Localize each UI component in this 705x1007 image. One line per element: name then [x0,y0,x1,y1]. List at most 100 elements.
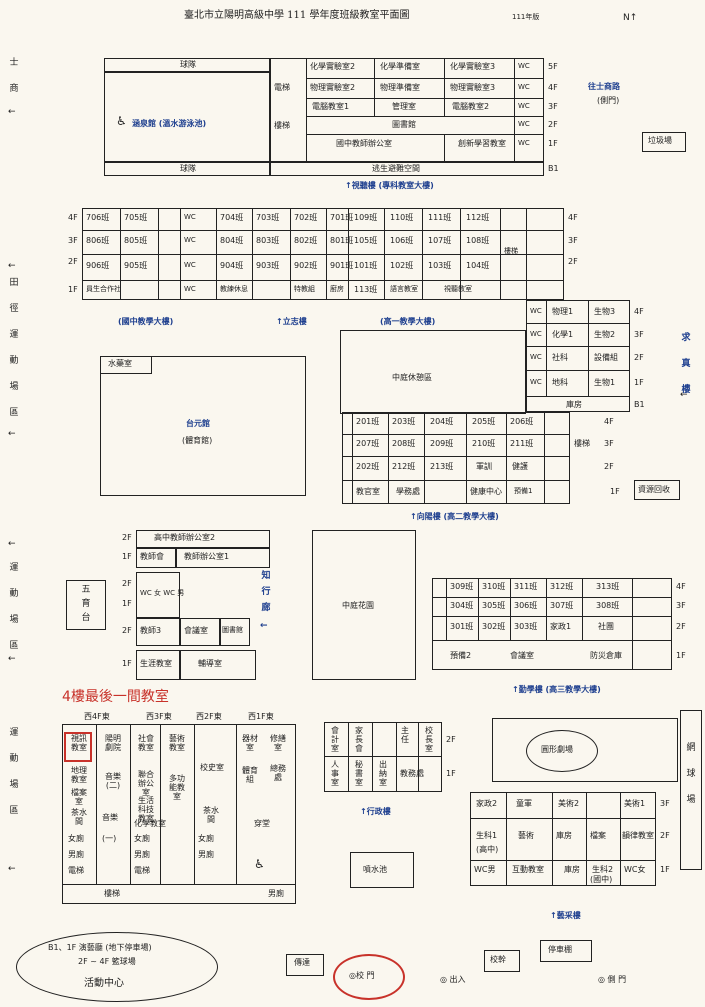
room-prep-2: 預備2 [450,651,472,660]
b5-male-wc-2: 男廁 [134,850,150,859]
tennis-court [680,710,702,870]
xy-floor-4f: 4F [604,417,614,426]
room-chem-lab-2: 化學實驗室2 [310,62,356,71]
classroom-806: 806班 [86,236,110,245]
teacher-office-2 [136,530,270,548]
b5-male-wc-bottom: 男廁 [268,889,284,898]
classroom-309: 309班 [450,582,474,591]
room-computer-2: 電腦教室2 [452,102,490,111]
room-rhythm: 韻律教室 [622,831,654,840]
b5-female-wc-1: 女廁 [68,834,84,843]
classroom-109: 109班 [354,213,378,222]
classroom-102: 102班 [390,261,414,270]
classroom-203: 203班 [392,417,416,426]
admin-caption: ↑行政樓 [360,807,391,816]
qiuzhen-building-label: 求真樓 [681,333,691,395]
shelter-space [270,162,544,176]
room-disaster-store: 防災倉庫 [590,651,622,660]
b5-header-2f: 西2F東 [196,712,222,721]
teacher-office-1 [176,548,270,568]
room-geography: 地理教室 [71,766,87,785]
fountain-label: 噴水池 [363,865,387,874]
lz-floor-3f: 3F [68,236,78,245]
exit-label: ◎ 出入 [440,975,466,984]
rest-area [340,330,526,414]
room-instructor: 教官室 [356,487,380,496]
b5-female-wc-3: 女廁 [198,834,214,843]
lz-east-2f: 2F [568,257,578,266]
room-life-tech-2: 生科2 [592,865,614,874]
qz-wc-2: WC [530,330,542,338]
room-prep-1: 預備1 [514,487,533,495]
lz-wc-1f: WC [184,285,196,293]
left-label-sports: 運動場區 [9,563,19,651]
activity-line-1: B1、1F 演藝廳 (地下停車場) [48,943,152,952]
b5-header-3f: 西3F東 [146,712,172,721]
room-chemistry-1: 化學1 [552,330,574,339]
lz-caption-lizhi: ↑立志樓 [276,317,307,326]
room-language: 語言教室 [390,285,418,293]
classroom-204: 204班 [430,417,454,426]
classroom-209: 209班 [430,439,454,448]
teacher-union [136,548,176,568]
av-wc-5: WC [518,139,530,147]
room-repair: 修繕室 [270,734,286,753]
left-label-sports-2: 運動場區 [9,728,19,816]
room-coach-rest: 教練休息 [220,285,248,293]
room-home-ec-2: 家政2 [476,799,498,808]
wuyu-stage-label: 五育台 [81,585,91,623]
classroom-706: 706班 [86,213,110,222]
activity-line-2: 2F ~ 4F 籃球場 [78,957,136,966]
xy-floor-2f: 2F [604,462,614,471]
b5-stairs: 樓梯 [104,889,120,898]
counseling-room-label: 輔導室 [198,659,222,668]
classroom-705: 705班 [124,213,148,222]
tb-floor-3: 2F [122,579,132,588]
qiuzhen-building [526,300,630,412]
classroom-211: 211班 [510,439,534,448]
room-military: 軍訓 [476,462,492,471]
meeting-room [180,618,220,646]
classroom-201: 201班 [356,417,380,426]
teacher-office-1-label: 教師辦公室1 [184,552,230,561]
gym-label-2: (體育館) [182,436,213,445]
lz-caption-jh: (國中教學大樓) [118,317,174,326]
tb-floor-2: 1F [122,552,132,561]
accessible-icon: ♿ [116,114,127,128]
trash-label: 垃圾場 [648,136,672,145]
teacher-office-2-label: 高中教師辦公室2 [154,533,216,542]
room-art-classroom: 藝術教室 [169,734,185,753]
admin-floor-1f: 1F [446,769,456,778]
admin-building [324,722,442,792]
room-storage-a: 庫房 [556,831,572,840]
room-director: 主任 [401,726,409,745]
lz-wc-4f: WC [184,213,196,221]
classroom-902: 902班 [294,261,318,270]
av-wc-4: WC [518,120,530,128]
classroom-108: 108班 [466,236,490,245]
zhixing-corridor: 知行廊 [261,571,271,613]
av-floor-5f: 5F [548,62,558,71]
xy-stair: 樓梯 [574,439,590,448]
room-equipment-store: 器材室 [242,734,258,753]
room-art-2: 美術2 [558,799,580,808]
room-secretary: 秘書室 [355,760,363,788]
classroom-904: 904班 [220,261,244,270]
classroom-113: 113班 [354,285,378,294]
classroom-906: 906班 [86,261,110,270]
tb-floor-4: 1F [122,599,132,608]
compass-north: N↑ [623,13,638,23]
library-room [220,618,250,646]
xy-caption: ↑向陽樓 (高二教學大樓) [410,512,499,521]
room-archive: 檔案室 [71,788,87,807]
pool-label: 涵泉館 (溫水游泳池) [132,119,207,128]
classroom-312: 312班 [550,582,574,591]
classroom-905: 905班 [124,261,148,270]
room-yangming-theater: 陽明劇院 [105,734,121,753]
classroom-304: 304班 [450,601,474,610]
room-hr: 人事室 [331,760,339,788]
classroom-311: 311班 [514,582,538,591]
room-coop-store: 員生合作社 [86,285,121,293]
ball-area-bottom [104,162,270,176]
room-biology-2: 生物2 [594,330,616,339]
